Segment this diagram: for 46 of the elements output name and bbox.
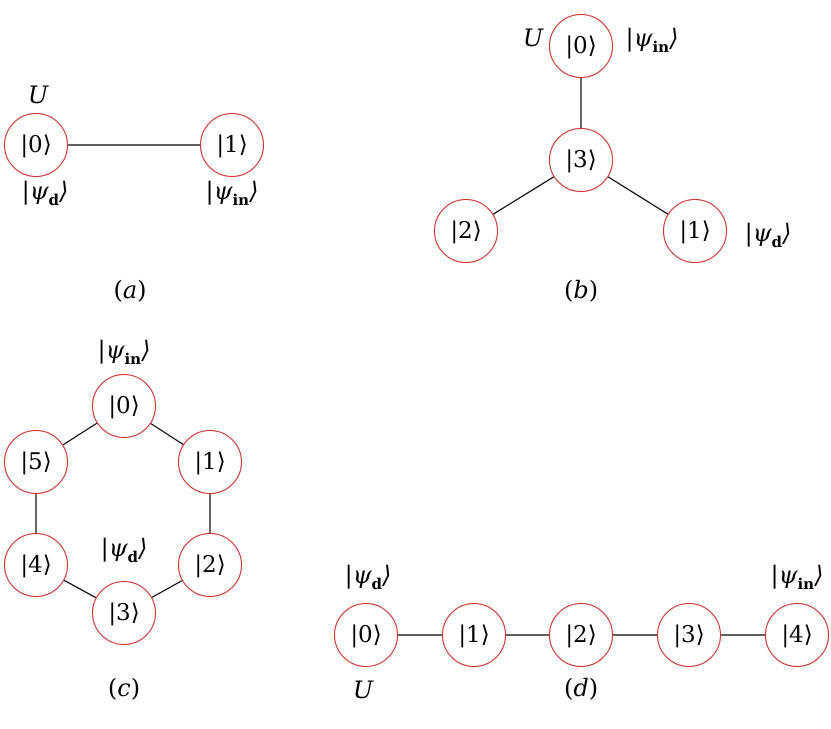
- state-ket: |2⟩: [565, 622, 597, 648]
- panel-caption: (a): [113, 276, 147, 304]
- connector-line: [64, 580, 96, 598]
- state-ket: |2⟩: [194, 552, 226, 578]
- connector-line: [506, 634, 549, 636]
- connector-line: [35, 494, 37, 533]
- connector-line: [62, 422, 98, 446]
- state-label: |ψ$_{d}$⟩: [100, 534, 148, 566]
- connector-line: [613, 634, 657, 636]
- connector-line: [608, 176, 668, 215]
- state-label: |ψ$_{in}$⟩: [626, 24, 678, 56]
- connector-line: [721, 634, 765, 636]
- connector-line: [152, 580, 182, 598]
- connector-line: [68, 144, 200, 146]
- state-label: U: [522, 24, 544, 52]
- state-label: |ψ$_{in}$⟩: [770, 561, 824, 593]
- state-label: |ψ$_{d}$⟩: [344, 561, 392, 593]
- connector-line: [492, 176, 554, 215]
- state-ket: |0⟩: [108, 393, 140, 419]
- state-ket: |4⟩: [20, 552, 52, 578]
- state-ket: |0⟩: [350, 622, 382, 648]
- connector-line: [398, 634, 442, 636]
- connector-line: [580, 78, 582, 128]
- state-ket: |5⟩: [20, 449, 52, 475]
- state-ket: |3⟩: [565, 147, 597, 173]
- state-ket: |0⟩: [20, 132, 52, 158]
- connector-line: [209, 494, 211, 533]
- state-label: |ψ$_{in}$⟩: [206, 177, 258, 209]
- panel-caption: (c): [108, 674, 140, 702]
- state-ket: |1⟩: [458, 622, 490, 648]
- state-ket: |1⟩: [216, 132, 248, 158]
- state-ket: |3⟩: [673, 622, 705, 648]
- state-ket: |0⟩: [565, 33, 597, 59]
- state-ket: |3⟩: [108, 600, 140, 626]
- state-ket: |2⟩: [450, 218, 482, 244]
- panel-caption: (d): [564, 674, 598, 702]
- state-ket: |4⟩: [781, 622, 813, 648]
- state-label: U: [352, 676, 374, 704]
- state-label: |ψ$_{in}$⟩: [98, 336, 150, 368]
- state-ket: |1⟩: [194, 449, 226, 475]
- panel-caption: (b): [564, 276, 598, 304]
- state-label: |ψ$_{d}$⟩: [744, 219, 792, 251]
- connector-line: [150, 422, 184, 446]
- state-ket: |1⟩: [679, 218, 711, 244]
- state-label: U: [28, 81, 48, 109]
- state-label: |ψ$_{d}$⟩: [22, 177, 68, 209]
